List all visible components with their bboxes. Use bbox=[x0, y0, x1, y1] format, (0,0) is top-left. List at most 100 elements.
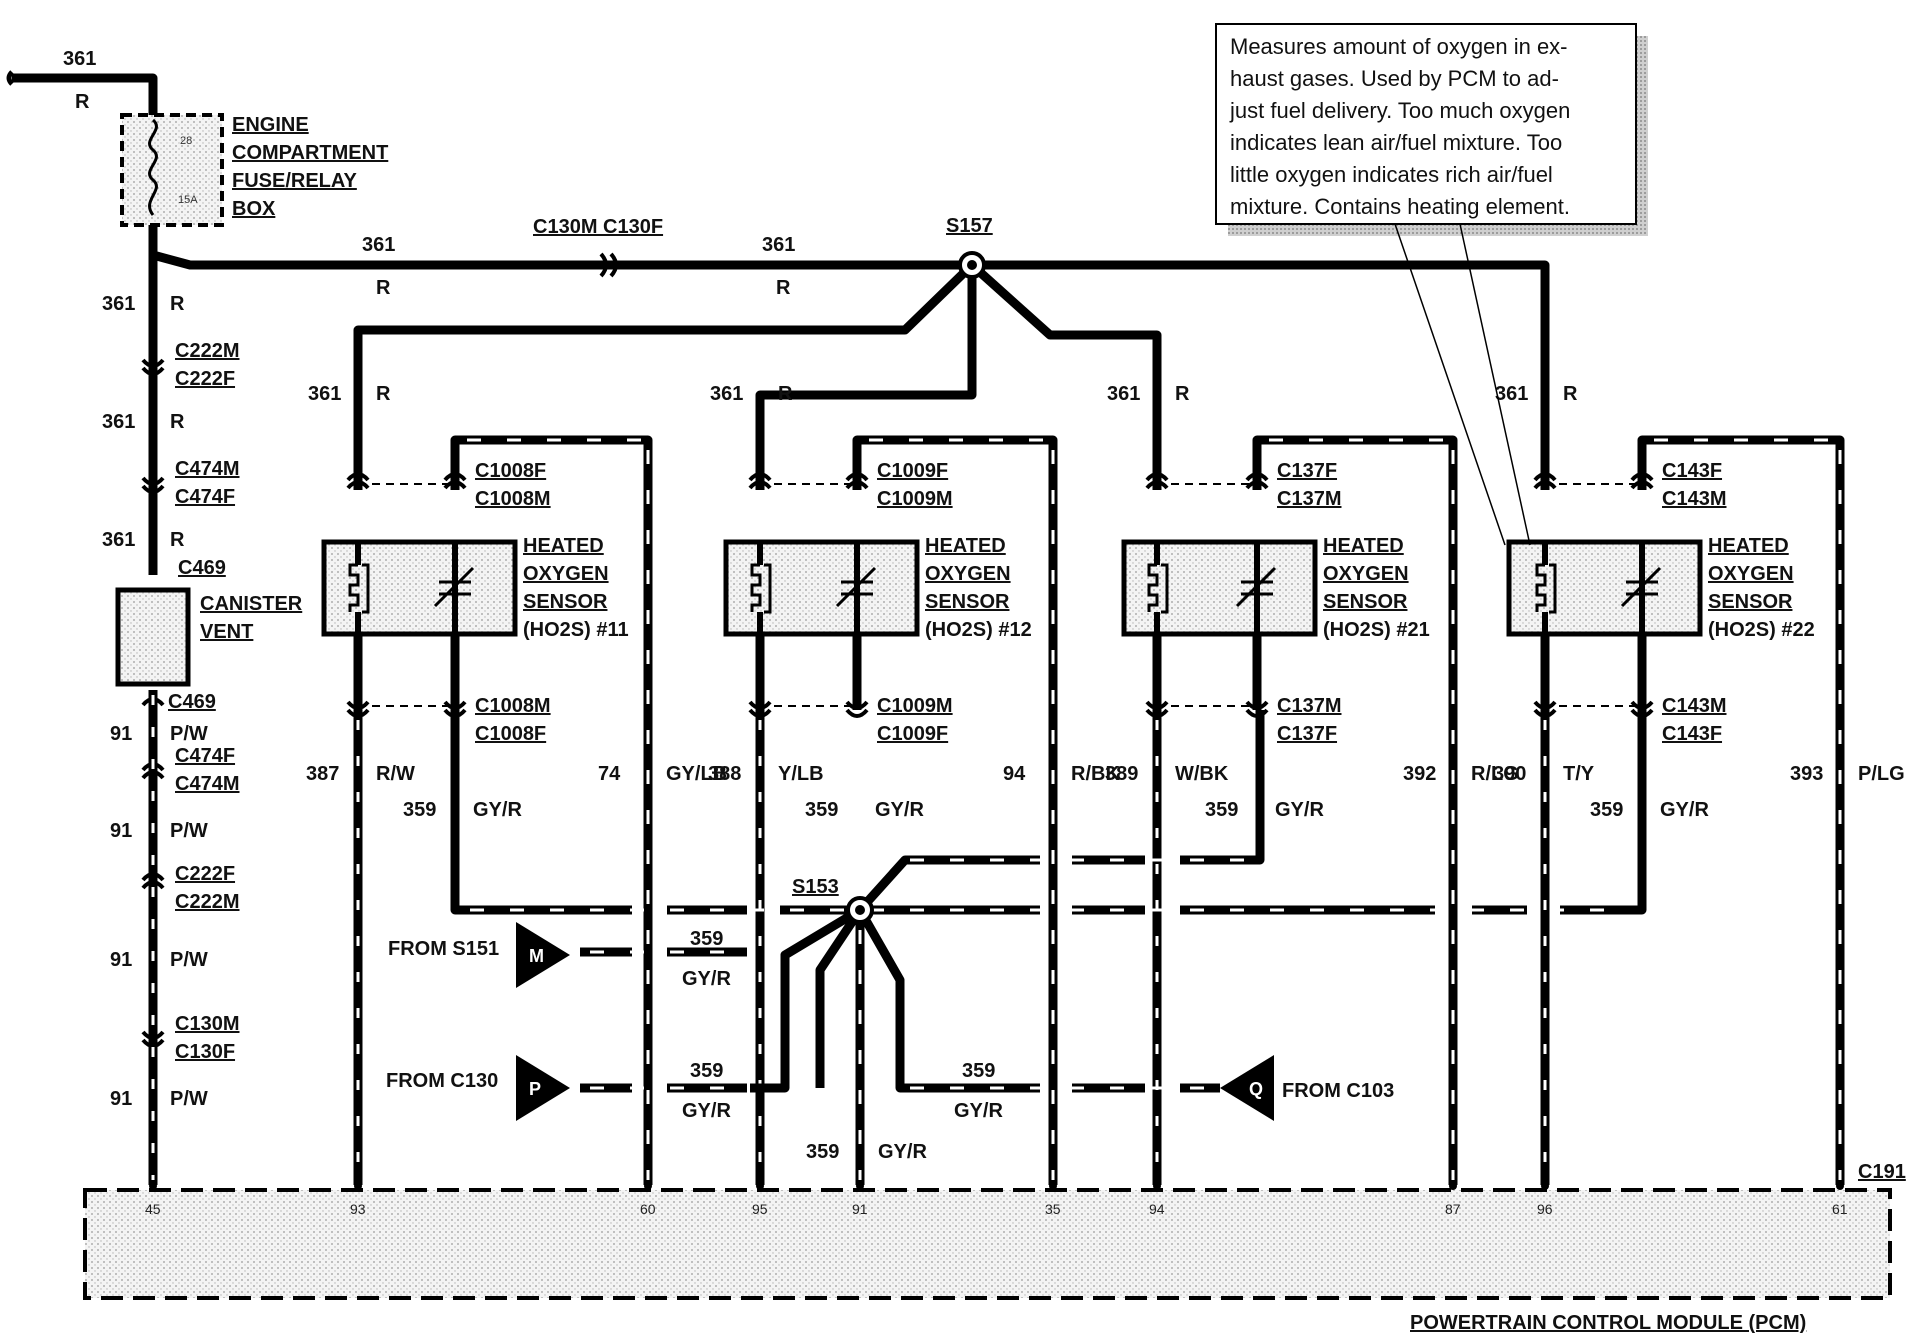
pcm-pin: 94 bbox=[1149, 1201, 1165, 1217]
heater-color: W/BK bbox=[1175, 763, 1229, 785]
left-column-wires: 361 R 361 R 361 R 91 P/W 91 P/W 91 P/W 9… bbox=[102, 293, 208, 1110]
source-q-color: GY/R bbox=[954, 1100, 1003, 1122]
svg-text:C222M: C222M bbox=[175, 891, 239, 913]
canister-vent-label: CANISTER bbox=[200, 593, 303, 615]
bottom-connector-label: C1008F bbox=[475, 723, 546, 745]
svg-text:Q: Q bbox=[1249, 1079, 1263, 1099]
svg-text:VENT: VENT bbox=[200, 621, 253, 643]
top-connector-label: C1008M bbox=[475, 488, 551, 510]
sensor-label: HEATED bbox=[523, 535, 604, 557]
bottom-connector-label: C137M bbox=[1277, 695, 1341, 717]
ground-color: GY/R bbox=[1660, 799, 1709, 821]
source-p-circuit: 359 bbox=[690, 1060, 723, 1082]
signal-circuit: 393 bbox=[1790, 763, 1823, 785]
svg-text:just fuel delivery. Too much o: just fuel delivery. Too much oxygen bbox=[1229, 98, 1570, 123]
fuse-box-label: ENGINE COMPARTMENT FUSE/RELAY BOX bbox=[232, 114, 388, 220]
svg-text:R: R bbox=[170, 529, 185, 551]
bottom-connector-label: C143F bbox=[1662, 723, 1722, 745]
bottom-connector-label: C1008M bbox=[475, 695, 551, 717]
splice-s157-label: S157 bbox=[946, 215, 993, 237]
sensor-label: OXYGEN bbox=[925, 563, 1011, 585]
svg-text:haust gases. Used by PCM to ad: haust gases. Used by PCM to ad- bbox=[1230, 66, 1559, 91]
feed-color: R bbox=[376, 383, 391, 405]
svg-text:FUSE/RELAY: FUSE/RELAY bbox=[232, 170, 358, 192]
sensor-label: SENSOR bbox=[1323, 591, 1408, 613]
top-connector-label: C143F bbox=[1662, 460, 1722, 482]
heater-circuit: 388 bbox=[708, 763, 741, 785]
ground-color: GY/R bbox=[473, 799, 522, 821]
sensor-label: (HO2S) #12 bbox=[925, 619, 1032, 641]
heater-color: R/W bbox=[376, 763, 415, 785]
splice-s157 bbox=[958, 251, 986, 279]
bottom-connector-label: C143M bbox=[1662, 695, 1726, 717]
source-m-label: FROM S151 bbox=[388, 938, 499, 960]
source-p-label: FROM C130 bbox=[386, 1070, 498, 1092]
bottom-connector-label: C1009F bbox=[877, 723, 948, 745]
s153-down-circuit: 359 bbox=[806, 1141, 839, 1163]
source-q: Q bbox=[1220, 1055, 1274, 1121]
heater-color: Y/LB bbox=[778, 763, 824, 785]
signal-circuit: 392 bbox=[1403, 763, 1436, 785]
top-connector-label: C1008F bbox=[475, 460, 546, 482]
main-wire-color-2: R bbox=[776, 277, 791, 299]
svg-text:C474F: C474F bbox=[175, 486, 235, 508]
svg-text:P: P bbox=[529, 1079, 541, 1099]
top-wire-circuit: 361 bbox=[63, 48, 96, 70]
signal-color: GY/LB bbox=[666, 763, 727, 785]
sensor-label: OXYGEN bbox=[1323, 563, 1409, 585]
main-wire-circuit-1: 361 bbox=[362, 234, 395, 256]
sensor-label: HEATED bbox=[925, 535, 1006, 557]
top-wire-color: R bbox=[75, 91, 90, 113]
svg-text:C222F: C222F bbox=[175, 863, 235, 885]
main-wire-circuit-2: 361 bbox=[762, 234, 795, 256]
pcm-label: POWERTRAIN CONTROL MODULE (PCM) bbox=[1410, 1312, 1806, 1334]
svg-text:91: 91 bbox=[110, 723, 132, 745]
svg-text:C474F: C474F bbox=[175, 745, 235, 767]
svg-text:P/W: P/W bbox=[170, 723, 208, 745]
source-m-color: GY/R bbox=[682, 968, 731, 990]
pcm-pin: 61 bbox=[1832, 1201, 1848, 1217]
sensor-label: OXYGEN bbox=[1708, 563, 1794, 585]
top-left-hook bbox=[6, 70, 14, 86]
pcm bbox=[83, 1188, 1892, 1300]
svg-text:C469: C469 bbox=[178, 557, 226, 579]
svg-text:C130M: C130M bbox=[175, 1013, 239, 1035]
svg-text:P/W: P/W bbox=[170, 949, 208, 971]
svg-text:P/W: P/W bbox=[170, 820, 208, 842]
pcm-pin: 45 bbox=[145, 1201, 161, 1217]
heater-circuit: 390 bbox=[1493, 763, 1526, 785]
pcm-connector: C191 bbox=[1858, 1161, 1906, 1183]
svg-text:ENGINE: ENGINE bbox=[232, 114, 309, 136]
svg-text:91: 91 bbox=[110, 1088, 132, 1110]
svg-text:91: 91 bbox=[110, 949, 132, 971]
heater-circuit: 389 bbox=[1105, 763, 1138, 785]
feed-circuit: 361 bbox=[1495, 383, 1528, 405]
feed-color: R bbox=[1175, 383, 1190, 405]
ground-color: GY/R bbox=[875, 799, 924, 821]
top-connector-label: C1009F bbox=[877, 460, 948, 482]
svg-text:R: R bbox=[170, 411, 185, 433]
left-column-connector-labels: C222M C222F C474M C474F C469 C469 C474F … bbox=[168, 340, 239, 1063]
feed-color: R bbox=[1563, 383, 1578, 405]
pcm-pin: 35 bbox=[1045, 1201, 1061, 1217]
svg-text:indicates lean air/fuel mixtur: indicates lean air/fuel mixture. Too bbox=[1230, 130, 1562, 155]
svg-text:91: 91 bbox=[110, 820, 132, 842]
fuse-rating: 15A bbox=[178, 194, 198, 206]
ground-circuit: 359 bbox=[403, 799, 436, 821]
pcm-pin: 91 bbox=[852, 1201, 868, 1217]
source-q-circuit: 359 bbox=[962, 1060, 995, 1082]
signal-color: P/LG bbox=[1858, 763, 1905, 785]
pcm-pin: 93 bbox=[350, 1201, 366, 1217]
svg-text:little oxygen indicates rich a: little oxygen indicates rich air/fuel bbox=[1230, 162, 1553, 187]
svg-text:C130F: C130F bbox=[175, 1041, 235, 1063]
signal-color: R/LG bbox=[1471, 763, 1519, 785]
svg-text:C474M: C474M bbox=[175, 458, 239, 480]
signal-circuit: 94 bbox=[1003, 763, 1026, 785]
fuse-number: 28 bbox=[180, 135, 192, 147]
sensor-label: (HO2S) #21 bbox=[1323, 619, 1430, 641]
